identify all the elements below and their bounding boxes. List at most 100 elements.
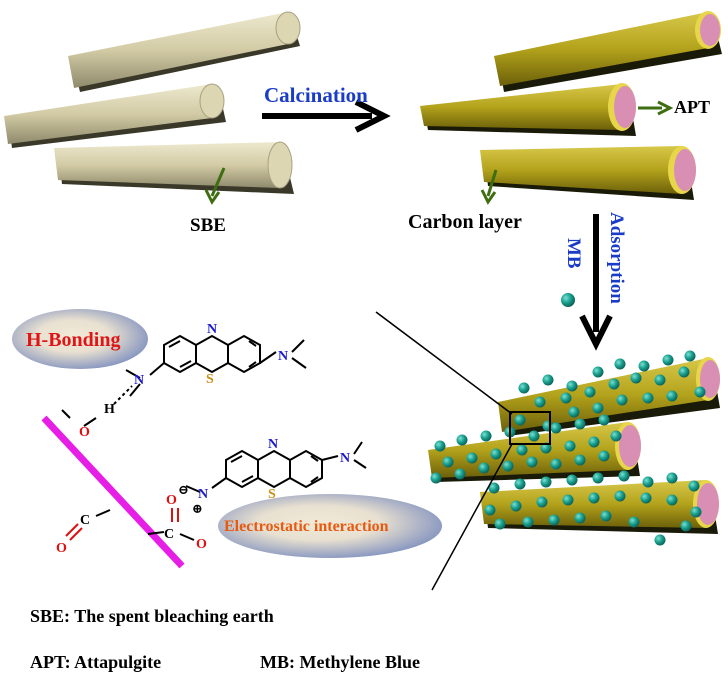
mb-sphere-icon — [592, 472, 604, 484]
mb-sphere-icon — [526, 456, 538, 468]
mb-sphere-icon — [688, 480, 700, 492]
o-atom-carbonyl: O — [56, 541, 67, 556]
mb-sphere-icon — [490, 448, 502, 460]
mb-sphere-icon — [561, 293, 575, 307]
mb-sphere-icon — [684, 350, 696, 362]
mb-sphere-icon — [564, 440, 576, 452]
loaded-rod-3 — [480, 480, 719, 534]
mb-sphere-icon — [666, 390, 678, 402]
mb-sphere-icon — [588, 436, 600, 448]
mb-sphere-icon — [574, 418, 586, 430]
mb-sphere-icon — [598, 450, 610, 462]
c-atom-carboxylate: C — [164, 527, 174, 542]
n-atom-ring-upper: N — [207, 322, 217, 337]
mb-sphere-icon — [550, 422, 562, 434]
mb-sphere-icon — [628, 516, 640, 528]
mb-sphere-icon — [690, 506, 702, 518]
plus-charge: ⊕ — [192, 501, 203, 516]
adsorbent-surface-line — [41, 415, 185, 569]
mb-sphere-icon — [442, 456, 454, 468]
mb-sphere-icon — [548, 514, 560, 526]
mb-sphere-icon — [598, 414, 610, 426]
mb-sphere-icon — [640, 492, 652, 504]
mb-molecule-lower — [185, 441, 367, 493]
mb-sphere-icon — [654, 374, 666, 386]
h-bonding-label: H-Bonding — [26, 329, 120, 351]
h-atom: H — [104, 402, 115, 417]
mb-sphere-icon — [434, 440, 446, 452]
electrostatic-label: Electrostatic interaction — [224, 518, 389, 535]
mb-sphere-icon — [566, 380, 578, 392]
n-atom-ring-lower: N — [268, 437, 278, 452]
sbe-rod-1 — [68, 11, 301, 92]
mb-sphere-icon — [514, 478, 526, 490]
mb-sphere-icon — [480, 430, 492, 442]
minus-charge: ⊖ — [178, 482, 189, 497]
mb-sphere-icon — [574, 454, 586, 466]
mb-sphere-icon — [608, 378, 620, 390]
zoom-box — [509, 411, 551, 445]
mb-label: MB — [563, 238, 584, 269]
mb-sphere-icon — [466, 452, 478, 464]
mb-sphere-icon — [680, 520, 692, 532]
mb-sphere-icon — [502, 460, 514, 472]
mb-sphere-icon — [454, 468, 466, 480]
mb-sphere-icon — [592, 402, 604, 414]
mb-sphere-icon — [516, 444, 528, 456]
adsorption-label: Adsorption — [606, 212, 627, 304]
mb-sphere-icon — [568, 406, 580, 418]
sbe-indicator-arrow — [210, 167, 226, 197]
zoom-line-upper — [375, 311, 513, 415]
mb-sphere-icon — [488, 482, 500, 494]
mb-sphere-icon — [550, 458, 562, 470]
n-atom-imine-lower: N — [198, 487, 208, 502]
mb-sphere-icon — [618, 470, 630, 482]
carbon-indicator-arrow — [486, 169, 498, 197]
coated-rod-3 — [480, 146, 696, 200]
mb-sphere-icon — [534, 396, 546, 408]
mb-sphere-icon — [562, 494, 574, 506]
n-atom-amine-upper: N — [278, 349, 288, 364]
mb-sphere-icon — [642, 476, 654, 488]
mb-sphere-icon — [610, 430, 622, 442]
mb-sphere-icon — [566, 474, 578, 486]
mb-sphere-icon — [560, 392, 572, 404]
o-atom-carboxylate-right: O — [196, 537, 207, 552]
mb-sphere-icon — [494, 518, 506, 530]
mb-sphere-icon — [630, 372, 642, 384]
n-atom-imine-upper: N — [134, 373, 144, 388]
h-bond-dashes — [113, 385, 133, 405]
loaded-rod-group — [428, 350, 720, 546]
sbe-rod-3 — [54, 141, 294, 194]
mb-sphere-icon — [592, 366, 604, 378]
mb-sphere-icon — [574, 512, 586, 524]
adsorbed-mb-spheres — [430, 350, 706, 546]
mb-sphere-icon — [540, 476, 552, 488]
mb-sphere-icon — [584, 386, 596, 398]
mb-sphere-icon — [666, 494, 678, 506]
o-atom-carboxylate-top: O — [166, 493, 177, 508]
mb-sphere-icon — [694, 386, 706, 398]
mb-sphere-icon — [678, 366, 690, 378]
mb-sphere-icon — [616, 394, 628, 406]
mb-sphere-icon — [430, 472, 442, 484]
legend-sbe: SBE: The spent bleaching earth — [30, 606, 274, 626]
calcination-label: Calcination — [264, 83, 368, 107]
mb-sphere-icon — [456, 434, 468, 446]
legend-mb: MB: Methylene Blue — [260, 652, 420, 672]
mb-sphere-icon — [654, 534, 666, 546]
mb-sphere-icon — [536, 496, 548, 508]
mb-sphere-icon — [614, 358, 626, 370]
mb-sphere-icon — [510, 500, 522, 512]
legend-apt: APT: Attapulgite — [30, 652, 162, 672]
electrostatic-oval — [218, 494, 442, 558]
apt-label: APT — [674, 97, 710, 117]
mb-sphere-icon — [484, 504, 496, 516]
mb-sphere-icon — [614, 490, 626, 502]
mb-sphere-icon — [514, 414, 526, 426]
s-atom-upper: S — [206, 372, 214, 387]
mb-molecule-upper — [125, 334, 307, 397]
mb-sphere-icon — [666, 472, 678, 484]
mb-sphere-icon — [540, 442, 552, 454]
